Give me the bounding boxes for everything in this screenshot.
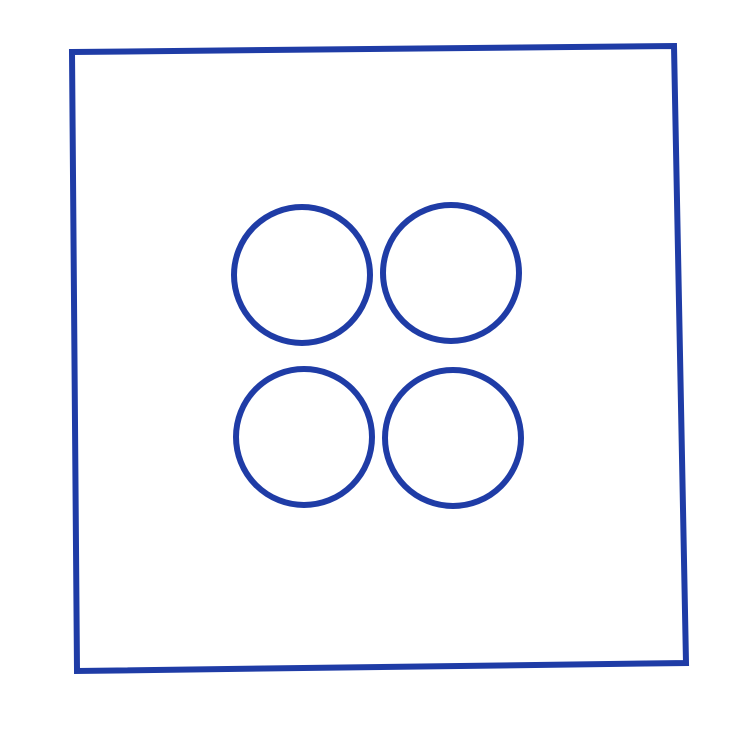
circle-bottom-right: [382, 367, 524, 509]
circle-top-left: [231, 204, 373, 346]
circle-top-right: [380, 202, 522, 344]
outer-square: [68, 42, 690, 675]
circle-bottom-left: [233, 366, 375, 508]
